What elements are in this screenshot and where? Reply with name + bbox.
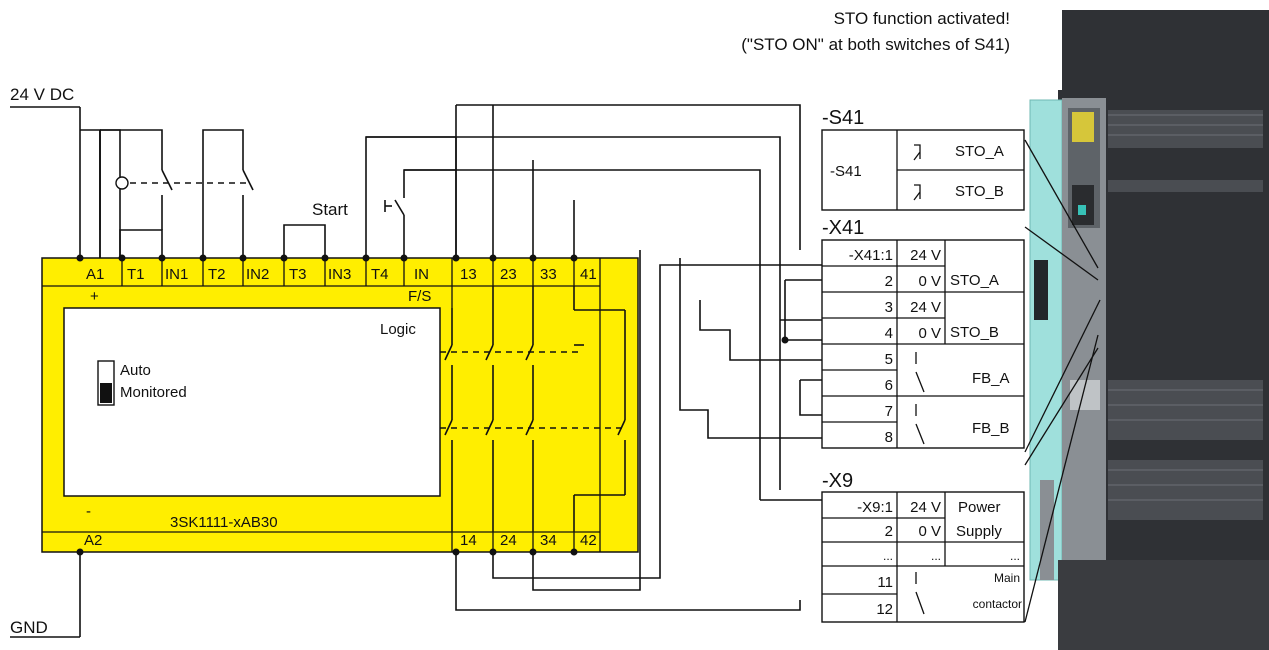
x41-row6-term: 6 [885, 377, 893, 394]
contact-23: 23 [500, 266, 517, 283]
terminal-T2: T2 [208, 266, 226, 283]
terminal-IN3: IN3 [328, 266, 351, 283]
input-circuit: Start [80, 129, 456, 258]
terminal-IN-fs: F/S [408, 288, 431, 305]
x9-title: -X9 [822, 470, 853, 492]
terminal-A1-plus: + [90, 288, 99, 305]
supply-24vdc-label: 24 V DC [10, 85, 74, 104]
s41-inner: -S41 [830, 163, 862, 180]
terminal-T1: T1 [127, 266, 145, 283]
s41-block: -S41 -S41 STO_A STO_B [821, 107, 1025, 211]
contact-42: 42 [580, 532, 597, 549]
junction-dots [76, 254, 789, 556]
terminal-T4: T4 [371, 266, 389, 283]
x9-row1-val: 24 V [910, 499, 941, 516]
x41-row4-val: 0 V [918, 325, 941, 342]
note-line-1: STO function activated! [834, 9, 1010, 28]
x9-power: Power [958, 499, 1001, 516]
terminal-IN2: IN2 [246, 266, 269, 283]
x9-block: -X9 -X9:1 24 V 2 0 V ... ... 11 12 Power… [821, 470, 1025, 623]
x41-title: -X41 [822, 217, 864, 239]
x9-row5-term: 12 [876, 601, 893, 618]
safety-relay: A1 T1 IN1 T2 IN2 T3 IN3 T4 IN + F/S 13 2… [41, 257, 639, 553]
supply-gnd-label: GND [10, 618, 48, 637]
logic-label: Logic [380, 321, 416, 338]
terminal-A2-minus: - [86, 503, 91, 520]
x41-group-fb-a: FB_A [972, 370, 1010, 387]
s41-sto-a: STO_A [955, 143, 1004, 160]
terminal-T3: T3 [289, 266, 307, 283]
terminal-A2: A2 [84, 532, 102, 549]
x41-row8-term: 8 [885, 429, 893, 446]
contact-13: 13 [460, 266, 477, 283]
x41-row3-term: 3 [885, 299, 893, 316]
x41-row4-term: 4 [885, 325, 893, 342]
x41-row3-val: 24 V [910, 299, 941, 316]
x41-group-sto-b: STO_B [950, 324, 999, 341]
mode-monitored-label: Monitored [120, 384, 187, 401]
x9-dots: ... [1010, 549, 1020, 563]
x9-row4-term: 11 [877, 574, 893, 591]
drive-device-illustration [1029, 10, 1269, 650]
x9-row1-term: -X9:1 [857, 499, 893, 516]
x41-row2-term: 2 [885, 273, 893, 290]
terminal-A1: A1 [86, 266, 104, 283]
mode-auto-label: Auto [120, 362, 151, 379]
x9-contactor: contactor [973, 597, 1022, 611]
contact-34: 34 [540, 532, 557, 549]
s41-title: -S41 [822, 107, 864, 129]
x41-row5-term: 5 [885, 351, 893, 368]
terminal-IN: IN [414, 266, 429, 283]
contact-33: 33 [540, 266, 557, 283]
output-wiring [366, 104, 822, 611]
note-line-2: ("STO ON" at both switches of S41) [741, 35, 1010, 54]
contact-24: 24 [500, 532, 517, 549]
x41-block: -X41 -X41:1 24 V 2 0 V 3 24 V 4 0 V 5 6 … [821, 217, 1025, 449]
x9-supply: Supply [956, 523, 1002, 540]
x9-row3-val: ... [931, 549, 941, 563]
pointer-lines [1024, 139, 1101, 623]
x9-row2-val: 0 V [918, 523, 941, 540]
x41-group-fb-b: FB_B [972, 420, 1010, 437]
x41-row1-val: 24 V [910, 247, 941, 264]
terminal-IN1: IN1 [165, 266, 188, 283]
x41-row7-term: 7 [885, 403, 893, 420]
x9-row2-term: 2 [885, 523, 893, 540]
x41-group-sto-a: STO_A [950, 272, 999, 289]
x9-row3-term: ... [883, 549, 893, 563]
contact-14: 14 [460, 532, 477, 549]
x41-row1-term: -X41:1 [849, 247, 893, 264]
start-label: Start [312, 200, 348, 219]
x41-row2-val: 0 V [918, 273, 941, 290]
contact-41: 41 [580, 266, 597, 283]
relay-model: 3SK1111-xAB30 [170, 514, 278, 531]
x9-main: Main [994, 571, 1020, 585]
s41-sto-b: STO_B [955, 183, 1004, 200]
